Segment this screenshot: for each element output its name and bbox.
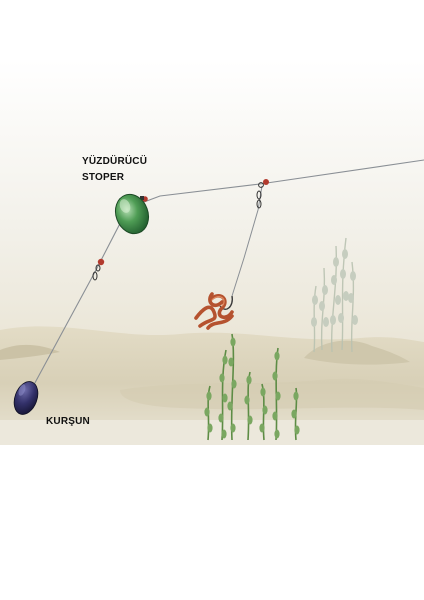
stopper-knot <box>140 196 144 200</box>
sinker <box>13 381 39 415</box>
sinker-label: KURŞUN <box>46 416 90 427</box>
worm-bait <box>194 292 234 330</box>
stopper-label: STOPER <box>82 172 125 183</box>
sand-mound-right <box>304 340 410 365</box>
line-swivel <box>256 182 264 209</box>
sand-shadow <box>120 378 424 410</box>
line-swivel-bead <box>263 179 269 185</box>
sand-ridge-left <box>0 344 60 360</box>
sinker-highlight <box>18 384 26 396</box>
float-highlight <box>119 199 131 213</box>
background-seaweed-leaves <box>311 249 358 327</box>
water-background <box>0 60 424 360</box>
lower-bead <box>97 258 105 266</box>
worm-bait-shade <box>211 296 225 307</box>
foreground-seaweed-leaves <box>204 337 300 439</box>
lower-swivel <box>92 264 101 281</box>
float-label: YÜZDÜRÜCÜ <box>82 156 148 167</box>
sand-fade <box>0 420 424 445</box>
white-bottom <box>0 445 424 600</box>
